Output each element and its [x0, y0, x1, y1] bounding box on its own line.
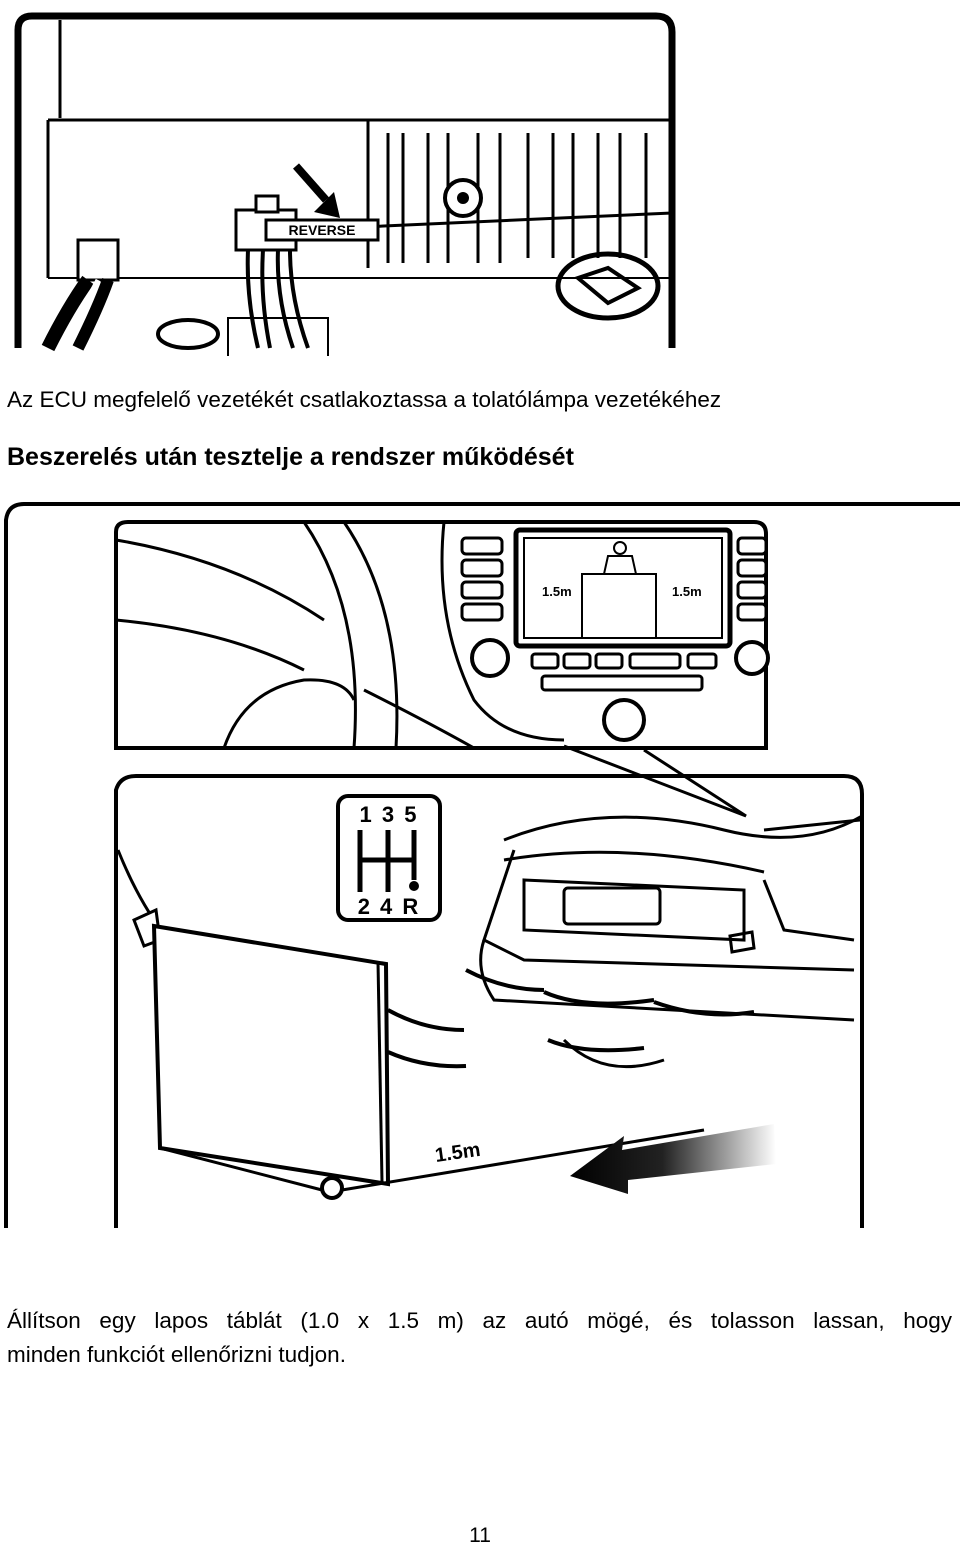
gear-top-numbers: 1 3 5 [360, 802, 419, 827]
dashboard-panel: 1.5m 1.5m [114, 520, 770, 750]
page-number: 11 [469, 1524, 491, 1547]
car-rear [479, 814, 863, 1069]
board-distance: 1.5m [434, 1139, 482, 1167]
instruction-line-2: minden funkciót ellenőrizni tudjon. [7, 1342, 346, 1367]
reverse-label: REVERSE [289, 222, 356, 238]
gear-bottom-numbers: 2 4 R [358, 894, 421, 919]
test-heading: Beszerelés után tesztelje a rendszer műk… [7, 443, 574, 471]
monitor-right-distance: 1.5m [672, 584, 702, 599]
ecu-caption: Az ECU megfelelő vezetékét csatlakoztass… [7, 387, 722, 412]
gear-diagram: 1 3 5 2 4 R [336, 794, 442, 922]
ecu-wiring-illustration: REVERSE [14, 12, 676, 356]
monitor-left-distance: 1.5m [542, 584, 572, 599]
test-board: 1.5m [116, 849, 705, 1200]
system-test-illustration: 1.5m 1.5m 1 3 5 2 4 R [4, 502, 960, 1228]
instruction-line-1: Állítson egy lapos táblát (1.0 x 1.5 m) … [7, 1308, 952, 1333]
reverse-direction-arrow [570, 1124, 776, 1194]
